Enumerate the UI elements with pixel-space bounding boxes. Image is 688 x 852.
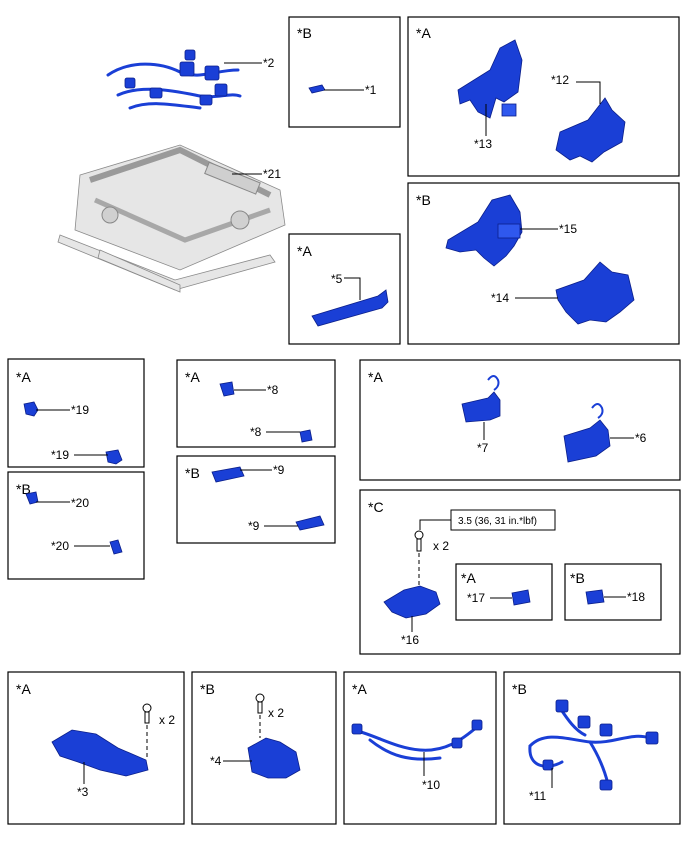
bolt-quantity: x 2 (433, 539, 449, 553)
box-b8 (176, 455, 336, 544)
part-label: *19 (71, 403, 89, 417)
part-3-shape (51, 729, 149, 777)
box-code: *B (16, 481, 31, 497)
box-b3 (407, 182, 680, 345)
part-9-shape (211, 466, 245, 483)
box-b14 (503, 671, 681, 825)
part-label: *7 (477, 441, 489, 455)
box-b2 (407, 16, 680, 177)
box-b10b (564, 563, 662, 621)
box-code: *B (416, 192, 431, 208)
part-4-shape (247, 737, 301, 779)
box-code: *A (461, 570, 476, 586)
box-code: *A (416, 25, 431, 41)
part-8-shape (219, 381, 235, 397)
bolt-quantity: x 2 (159, 713, 175, 727)
box-b10 (359, 489, 681, 655)
part-label: *18 (627, 590, 645, 604)
box-code: *A (368, 369, 383, 385)
bolt-quantity: x 2 (268, 706, 284, 720)
box-code: *C (368, 499, 384, 515)
wire-harness-2 (106, 49, 242, 110)
part-12-shape (555, 97, 626, 163)
part-label: *1 (365, 83, 377, 97)
box-b9 (359, 359, 681, 481)
box-code: *A (297, 243, 312, 259)
free-label-21: *21 (263, 167, 281, 181)
bolt-icon (142, 703, 152, 724)
part-label: *10 (422, 778, 440, 792)
part-label: *6 (635, 431, 647, 445)
part-label: *17 (467, 591, 485, 605)
part-label: *12 (551, 73, 569, 87)
box-b11 (7, 671, 185, 825)
box-code: *B (185, 465, 200, 481)
part-label: *20 (71, 496, 89, 510)
part-13-shape (457, 39, 523, 119)
box-b10a (455, 563, 553, 621)
box-b5 (7, 358, 145, 468)
part-6-shape (563, 419, 611, 463)
bolt-icon (255, 693, 265, 714)
bolt-icon (414, 530, 424, 552)
box-b12 (191, 671, 337, 825)
wire-harness-10 (351, 719, 483, 761)
box-code: *A (185, 369, 200, 385)
part-label: *19 (51, 448, 69, 462)
part-label: *4 (210, 754, 222, 768)
wire-harness-11 (528, 699, 659, 791)
part-17-shape (511, 589, 531, 606)
part-label: *13 (474, 137, 492, 151)
box-b6 (7, 471, 145, 580)
part-label: *8 (267, 383, 279, 397)
part-label: *16 (401, 633, 419, 647)
part-15-shape (445, 194, 523, 267)
box-b13 (343, 671, 497, 825)
seat-frame-21 (57, 144, 286, 293)
part-14-shape (555, 261, 635, 325)
box-code: *B (200, 681, 215, 697)
part-label: *14 (491, 291, 509, 305)
part-5-shape (311, 289, 389, 327)
box-code: *B (570, 570, 585, 586)
part-label: *8 (250, 425, 262, 439)
box-b4 (288, 233, 401, 345)
box-code: *A (16, 681, 31, 697)
part-7-shape (461, 391, 501, 423)
part-label: *3 (77, 785, 89, 799)
part-label: *15 (559, 222, 577, 236)
box-code: *B (297, 25, 312, 41)
part-1-shape (308, 84, 326, 94)
part-18-shape (585, 589, 605, 605)
torque-spec: 3.5 (36, 31 in.*lbf) (458, 516, 537, 527)
box-code: *A (352, 681, 367, 697)
part-16-shape (383, 585, 441, 619)
box-code: *B (512, 681, 527, 697)
part-label: *20 (51, 539, 69, 553)
part-label: *11 (529, 789, 546, 803)
box-b1 (288, 16, 401, 128)
part-label: *9 (273, 463, 285, 477)
part-19-shape (23, 401, 39, 417)
free-label-2: *2 (263, 56, 275, 70)
part-label: *5 (331, 272, 343, 286)
part-label: *9 (248, 519, 260, 533)
box-code: *A (16, 369, 31, 385)
box-b7 (176, 359, 336, 448)
